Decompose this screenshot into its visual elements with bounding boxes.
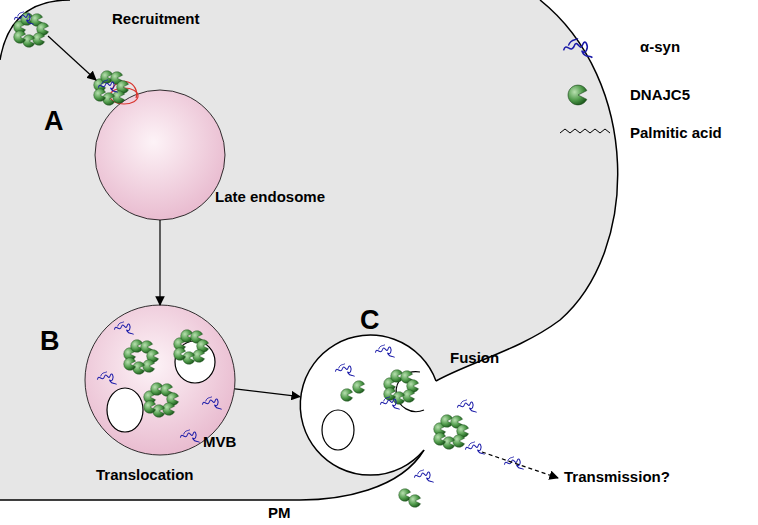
fusion-vesicle: Fusion bbox=[300, 335, 440, 475]
legend-text: DNAJC5 bbox=[630, 86, 690, 103]
panel-letter: B bbox=[40, 326, 60, 357]
panel-letter: C bbox=[360, 305, 380, 336]
legend-text: Palmitic acid bbox=[630, 124, 722, 141]
panel-letter: A bbox=[44, 106, 64, 137]
membrane-label: PM bbox=[268, 504, 291, 521]
node-label: Fusion bbox=[450, 349, 499, 366]
legend-text: α-syn bbox=[640, 38, 680, 55]
flow-arrow bbox=[235, 389, 300, 397]
flow-arrow bbox=[159, 220, 160, 305]
step-label: Transmission? bbox=[564, 468, 670, 485]
node-label: MVB bbox=[203, 433, 236, 450]
mvb-circle: MVB bbox=[85, 305, 235, 455]
step-label: Recruitment bbox=[112, 10, 200, 27]
step-label: Translocation bbox=[96, 466, 194, 483]
endosome-circle: Late endosome bbox=[95, 90, 225, 220]
node-label: Late endosome bbox=[215, 188, 325, 205]
